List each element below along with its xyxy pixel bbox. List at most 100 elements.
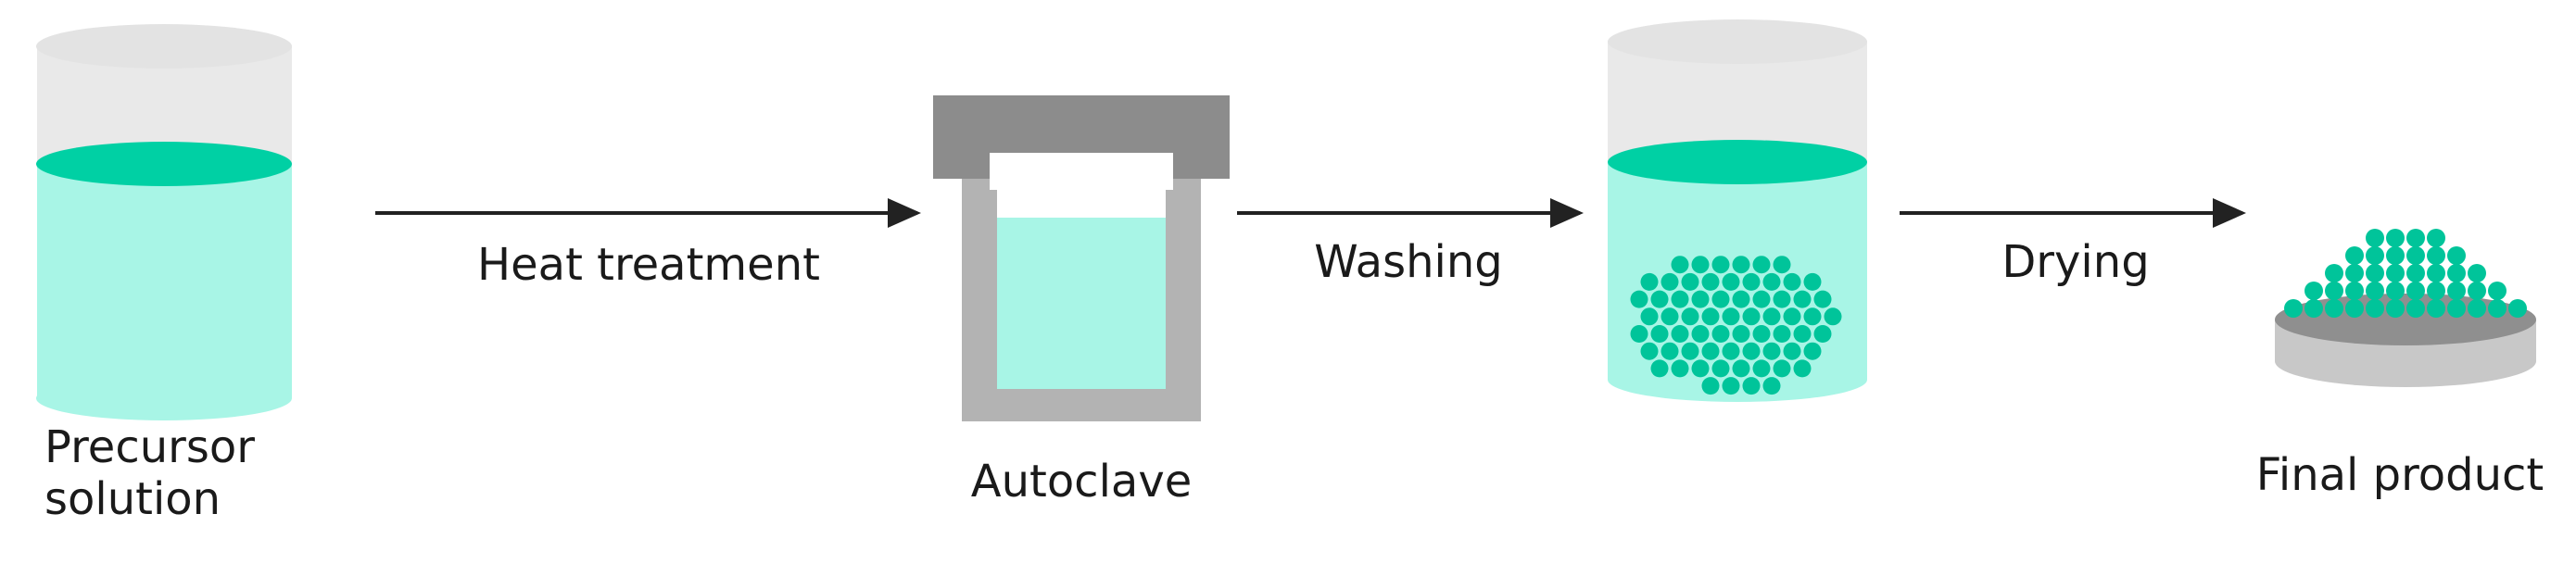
particle xyxy=(1783,342,1801,360)
particle xyxy=(1762,342,1781,360)
particle xyxy=(1701,272,1720,291)
particle xyxy=(2488,299,2507,318)
particle xyxy=(2345,299,2364,318)
suspended-particles xyxy=(1630,256,1842,395)
particle xyxy=(1711,359,1730,378)
particle xyxy=(1742,272,1761,291)
particle xyxy=(2406,299,2425,318)
particle xyxy=(1742,342,1761,360)
particle xyxy=(1742,307,1761,326)
particle xyxy=(2447,246,2466,265)
particle xyxy=(2427,282,2445,300)
particle xyxy=(2345,246,2364,265)
particle xyxy=(1762,377,1781,395)
particle xyxy=(2325,264,2343,282)
particle xyxy=(2386,229,2405,247)
particle xyxy=(2406,246,2425,265)
particle xyxy=(1681,272,1699,291)
particle xyxy=(1661,272,1679,291)
particle xyxy=(1722,342,1740,360)
particle xyxy=(1752,256,1771,274)
particle xyxy=(1650,290,1669,308)
particle xyxy=(1711,290,1730,308)
particle xyxy=(1803,307,1822,326)
particle xyxy=(2427,264,2445,282)
particle xyxy=(1661,342,1679,360)
particle xyxy=(2508,299,2527,318)
particle xyxy=(2447,264,2466,282)
particle xyxy=(2305,299,2323,318)
particle xyxy=(2406,282,2425,300)
particle xyxy=(2468,282,2486,300)
particle xyxy=(1661,307,1679,326)
particle xyxy=(1793,359,1812,378)
particle xyxy=(2325,299,2343,318)
particle xyxy=(2488,282,2507,300)
particle xyxy=(2366,282,2384,300)
particle xyxy=(1722,272,1740,291)
particle xyxy=(1732,359,1750,378)
particle xyxy=(1671,325,1689,343)
precursor-solution-label: Precursor solution xyxy=(44,421,255,525)
particle xyxy=(2366,246,2384,265)
washing-label: Washing xyxy=(1314,236,1503,288)
particle xyxy=(1681,307,1699,326)
particle xyxy=(2447,299,2466,318)
final-product-dish-icon xyxy=(2275,229,2536,387)
particle xyxy=(2345,264,2364,282)
particle xyxy=(1711,256,1730,274)
particle xyxy=(1762,272,1781,291)
autoclave-label: Autoclave xyxy=(970,456,1193,508)
particle xyxy=(1640,272,1659,291)
particle xyxy=(1671,256,1689,274)
heat-treatment-label: Heat treatment xyxy=(477,239,820,291)
final-product-label: Final product xyxy=(2255,449,2544,501)
particle xyxy=(1671,290,1689,308)
particle xyxy=(1732,256,1750,274)
particle xyxy=(1803,272,1822,291)
particle xyxy=(1773,359,1791,378)
particle xyxy=(1640,342,1659,360)
particle xyxy=(2386,246,2405,265)
particle xyxy=(2305,282,2323,300)
particle xyxy=(1650,359,1669,378)
particle xyxy=(2386,282,2405,300)
particle xyxy=(1783,307,1801,326)
particle xyxy=(2386,264,2405,282)
particle xyxy=(1691,359,1710,378)
particle xyxy=(1701,342,1720,360)
particle xyxy=(1630,290,1648,308)
particle xyxy=(1752,325,1771,343)
particle xyxy=(1691,290,1710,308)
particle xyxy=(1813,290,1832,308)
particle xyxy=(1803,342,1822,360)
particle xyxy=(2447,282,2466,300)
particle xyxy=(1742,377,1761,395)
particle xyxy=(2366,299,2384,318)
particle xyxy=(2406,264,2425,282)
particle xyxy=(1722,307,1740,326)
particle xyxy=(1773,325,1791,343)
particle xyxy=(1793,325,1812,343)
powder-pile-particles xyxy=(2284,229,2527,318)
particle xyxy=(1640,307,1659,326)
particle xyxy=(1671,359,1689,378)
particle xyxy=(2427,246,2445,265)
drying-label: Drying xyxy=(2001,236,2150,288)
particle xyxy=(2366,264,2384,282)
particle xyxy=(2406,229,2425,247)
particle xyxy=(1722,377,1740,395)
precursor-beaker-icon xyxy=(36,24,292,420)
particle xyxy=(2386,299,2405,318)
particle xyxy=(1773,290,1791,308)
particle xyxy=(1732,325,1750,343)
particle xyxy=(1630,325,1648,343)
particle xyxy=(1752,290,1771,308)
particle xyxy=(1691,256,1710,274)
particle xyxy=(1732,290,1750,308)
particle xyxy=(1762,307,1781,326)
particle xyxy=(2427,229,2445,247)
particle xyxy=(1650,325,1669,343)
particle xyxy=(1824,307,1842,326)
